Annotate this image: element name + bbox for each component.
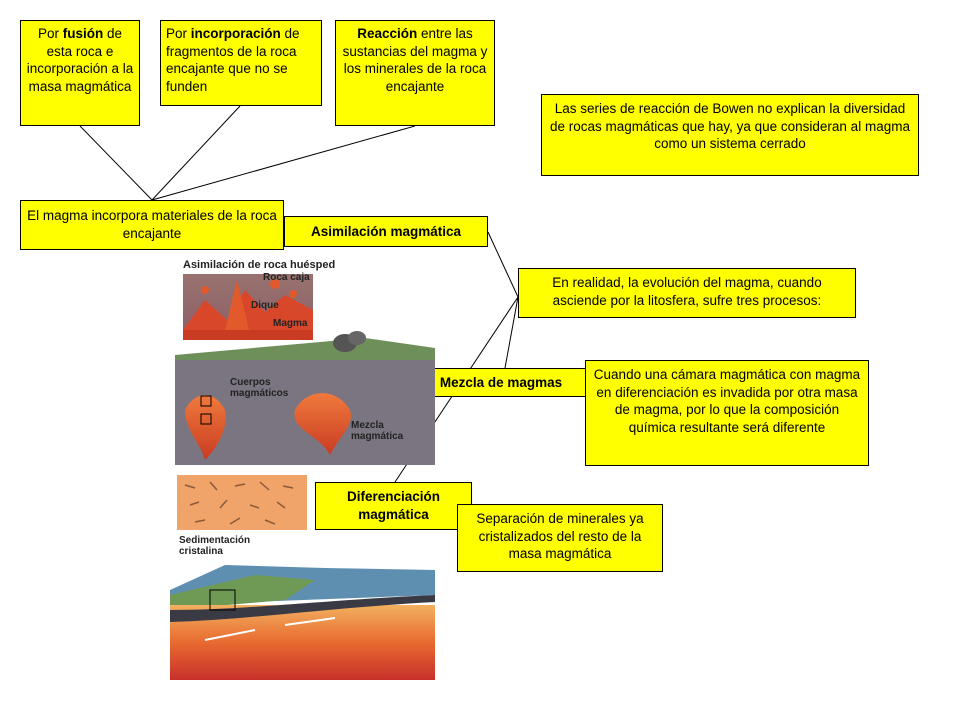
line-mezcla: [504, 296, 519, 369]
reaccion-box: Reacción entre las sustancias del magma …: [335, 20, 495, 126]
line-incorporacion: [151, 105, 241, 201]
tectonic-block: [170, 565, 435, 680]
geology-illustration: Asimilación de roca huésped Roca caja Di…: [170, 259, 435, 680]
evolucion-box: En realidad, la evolución del magma, cua…: [518, 268, 856, 318]
line-fusion: [79, 125, 153, 201]
roca-caja-label: Roca caja: [263, 272, 310, 283]
assimilation-panel: [183, 274, 313, 340]
fusion-box: Por fusión de esta roca e incorporación …: [20, 20, 140, 126]
magmaticos-label: magmáticos: [230, 388, 289, 399]
cristalina-label: cristalina: [179, 546, 223, 557]
line-reaccion: [151, 125, 416, 201]
separacion-box: Separación de minerales ya cristalizados…: [457, 504, 663, 572]
diferenciacion-title: Diferenciación magmática: [315, 482, 472, 530]
mezcla-label: Mezcla: [351, 420, 384, 431]
asimilacion-label: Asimilación de roca huésped: [183, 259, 335, 271]
incorporacion-box: Por incorporación de fragmentos de la ro…: [160, 20, 322, 106]
sedimentation-panel: [177, 475, 307, 530]
mezcla-box: Cuando una cámara magmática con magma en…: [585, 360, 869, 466]
bowen-note-box: Las series de reacción de Bowen no expli…: [541, 94, 919, 176]
crust-block: [175, 331, 435, 465]
incorpora-box: El magma incorpora materiales de la roca…: [20, 200, 284, 250]
cuerpos-label: Cuerpos: [230, 377, 271, 388]
magma-label: Magma: [273, 318, 308, 329]
sedimentacion-label: Sedimentación: [179, 535, 250, 546]
magmatica-label: magmática: [351, 431, 404, 442]
dique-label: Dique: [251, 300, 279, 311]
asimilacion-title: Asimilación magmática: [284, 216, 488, 247]
line-asimilacion: [487, 231, 519, 298]
